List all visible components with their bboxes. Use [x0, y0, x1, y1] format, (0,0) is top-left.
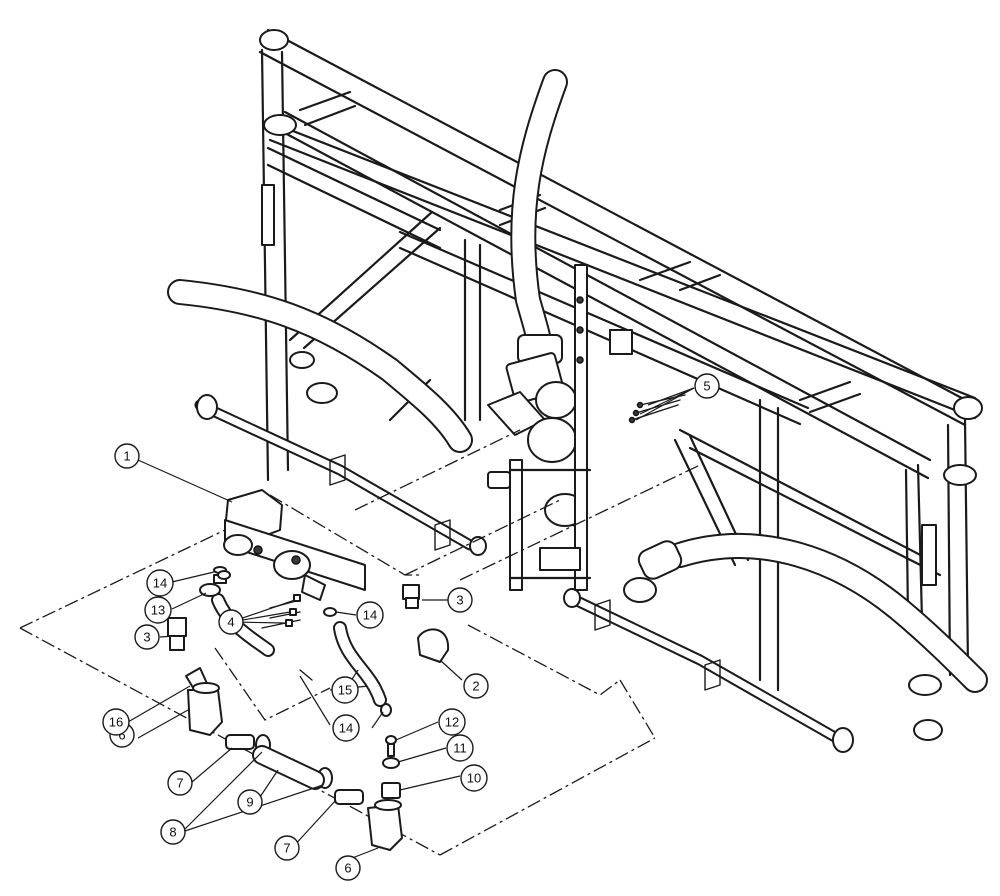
svg-text:9: 9 — [246, 795, 253, 810]
svg-text:1: 1 — [123, 449, 130, 464]
svg-text:15: 15 — [338, 683, 352, 698]
svg-text:8: 8 — [169, 825, 176, 840]
svg-text:16: 16 — [109, 715, 123, 730]
callout-8: 8 — [160, 819, 186, 845]
callout-2: 2 — [463, 673, 489, 699]
callout-12: 12 — [438, 708, 466, 736]
svg-text:3: 3 — [456, 593, 463, 608]
boom-frame — [258, 28, 983, 741]
fittings — [167, 394, 686, 851]
callout-16: 16 — [102, 708, 130, 736]
svg-text:7: 7 — [283, 841, 290, 856]
svg-text:4: 4 — [227, 615, 234, 630]
callout-13: 13 — [144, 596, 172, 624]
svg-text:3: 3 — [143, 630, 150, 645]
callout-10: 10 — [460, 764, 488, 792]
svg-text:14: 14 — [153, 576, 167, 591]
callout-6-lower: 6 — [335, 855, 361, 881]
svg-text:11: 11 — [453, 741, 467, 756]
callout-7-lower: 7 — [274, 835, 300, 861]
left-hose — [167, 279, 473, 453]
callout-bubbles: 1 2 3 3 4 5 6 6 7 7 8 9 10 11 12 13 14 1… — [102, 373, 720, 881]
callout-11: 11 — [446, 734, 474, 762]
main-hose-upper — [510, 69, 568, 363]
callout-14-lower: 14 — [332, 714, 360, 742]
callout-5: 5 — [694, 373, 720, 399]
svg-text:14: 14 — [363, 608, 377, 623]
spray-boom-pipes — [194, 394, 854, 753]
callout-15: 15 — [331, 676, 359, 704]
callout-14-upper: 14 — [146, 569, 174, 597]
callout-3-left: 3 — [134, 624, 160, 650]
callout-1: 1 — [114, 443, 140, 469]
svg-text:13: 13 — [151, 603, 165, 618]
callout-7-upper: 7 — [167, 770, 193, 796]
callout-9: 9 — [237, 789, 263, 815]
svg-text:7: 7 — [176, 776, 183, 791]
svg-text:5: 5 — [703, 379, 710, 394]
valve-body-part — [223, 489, 366, 601]
center-valve-assembly — [487, 264, 683, 603]
callout-3-right: 3 — [447, 587, 473, 613]
right-lower-hose — [667, 533, 988, 693]
svg-text:14: 14 — [339, 721, 353, 736]
callout-4: 4 — [218, 609, 244, 635]
svg-text:6: 6 — [118, 728, 125, 743]
svg-text:2: 2 — [472, 679, 479, 694]
callout-14-right: 14 — [356, 601, 384, 629]
svg-text:10: 10 — [467, 771, 481, 786]
svg-text:12: 12 — [445, 715, 459, 730]
svg-text:6: 6 — [344, 861, 351, 876]
